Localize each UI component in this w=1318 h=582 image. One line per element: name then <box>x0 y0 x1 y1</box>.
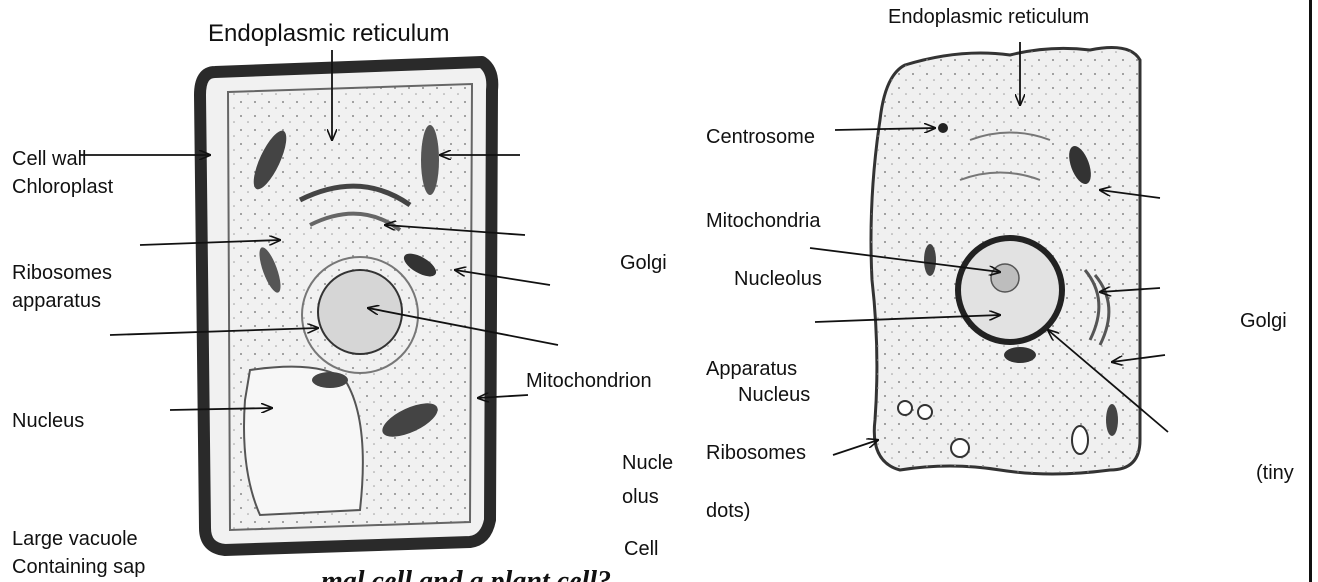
animal-mitochondrion-3 <box>924 244 936 276</box>
label-nucleolus: Nucleolus <box>734 268 822 291</box>
animal-vacuole-1 <box>898 401 912 415</box>
label-containing-sap: Containing sap <box>12 556 145 579</box>
label-mitochondria: Mitochondria <box>706 210 821 233</box>
label-apparatus: apparatus <box>12 290 101 313</box>
label-apparatus-cap: Apparatus <box>706 358 797 381</box>
animal-vacuole-3 <box>951 439 969 457</box>
label-mitochondrion: Mitochondrion <box>526 370 652 393</box>
label-golgi-right: Golgi <box>1240 310 1287 333</box>
animal-vacuole-4 <box>1072 426 1088 454</box>
label-golgi-mid: Golgi <box>620 252 667 275</box>
label-large-vacuole: Large vacuole <box>12 528 138 551</box>
label-cell-wall: Cell wall <box>12 148 86 171</box>
label-ribosomes: Ribosomes <box>12 262 112 285</box>
label-animal-endoplasmic-reticulum: Endoplasmic reticulum <box>888 6 1089 29</box>
animal-centrosome-shape <box>938 123 948 133</box>
animal-mitochondrion-4 <box>1106 404 1118 436</box>
animal-mitochondrion-2 <box>1004 347 1036 363</box>
label-plant-endoplasmic-reticulum: Endoplasmic reticulum <box>208 20 449 47</box>
label-centrosome: Centrosome <box>706 126 815 149</box>
right-border-line <box>1309 0 1312 582</box>
label-nucle: Nucle <box>622 452 673 475</box>
plant-mitochondrion-2 <box>312 372 348 388</box>
label-chloroplast: Chloroplast <box>12 176 113 199</box>
label-tiny: (tiny <box>1256 462 1294 485</box>
label-cell: Cell <box>624 538 658 561</box>
plant-cell <box>200 62 492 550</box>
large-vacuole-shape <box>244 367 363 515</box>
label-ribosomes-right: Ribosomes <box>706 442 806 465</box>
animal-nucleolus-shape <box>991 264 1019 292</box>
label-nucleus-left: Nucleus <box>12 410 84 433</box>
label-dots: dots) <box>706 500 750 523</box>
question-partial: ...mal cell and a plant cell? <box>300 566 611 582</box>
label-nucleus-right: Nucleus <box>738 384 810 407</box>
animal-vacuole-2 <box>918 405 932 419</box>
label-olus: olus <box>622 486 659 509</box>
plant-chloroplast-2 <box>421 125 439 195</box>
